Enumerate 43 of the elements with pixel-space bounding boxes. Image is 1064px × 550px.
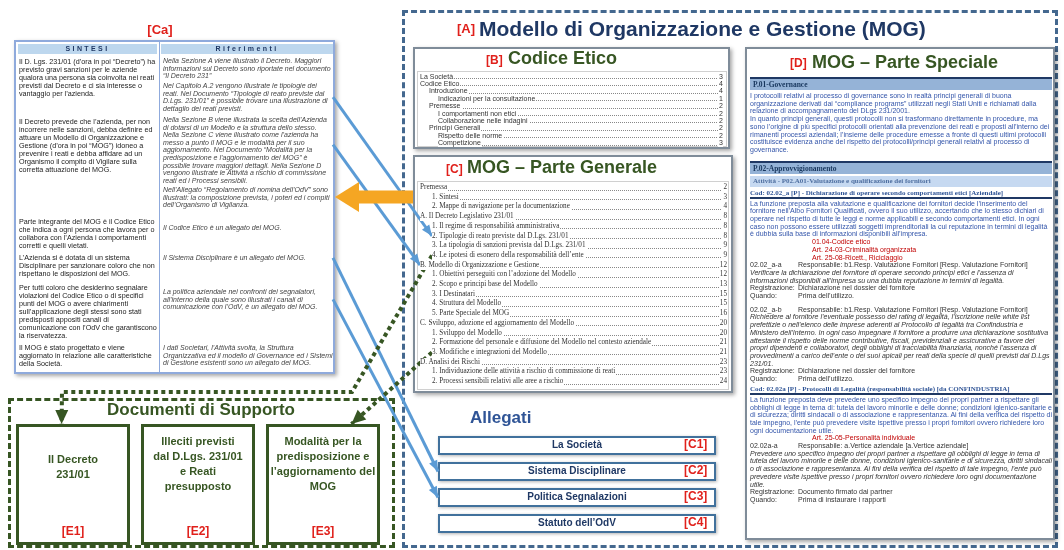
document-title: Il Decreto 231/01 bbox=[46, 452, 100, 482]
document-title: Modalità per la predisposizione e l’aggiornamento del MOG bbox=[270, 434, 376, 494]
attachment-title: Statuto dell’OdV bbox=[538, 517, 616, 528]
group-title: Documenti di Supporto bbox=[107, 400, 295, 420]
section-marker: [E1] bbox=[61, 524, 85, 538]
section-marker: [E2] bbox=[186, 524, 210, 538]
section-heading: Allegati bbox=[470, 408, 532, 428]
arrow bbox=[331, 298, 440, 499]
document-panel bbox=[745, 47, 1055, 540]
attachment-box bbox=[438, 514, 716, 533]
panel-title: MOG – Parte Speciale bbox=[812, 52, 999, 73]
attachment-title: Politica Segnalazioni bbox=[527, 491, 627, 502]
section-marker: [C] bbox=[446, 162, 463, 176]
dashed-frame bbox=[402, 10, 1058, 548]
dashed-group-frame bbox=[8, 398, 395, 548]
section-marker: [Ca] bbox=[147, 22, 173, 37]
section-marker: [C3] bbox=[684, 489, 708, 503]
dotted-arrow bbox=[350, 350, 434, 426]
panel-title: Codice Etico bbox=[508, 48, 618, 69]
section-marker: [C4] bbox=[684, 515, 708, 529]
attachment-box bbox=[438, 488, 716, 507]
panel-title: MOG – Parte Generale bbox=[467, 157, 658, 178]
block-arrow bbox=[335, 182, 414, 212]
attachment-box bbox=[438, 462, 716, 481]
document-panel bbox=[413, 47, 730, 149]
attachment-title: La Società bbox=[552, 439, 602, 450]
arrow bbox=[331, 257, 440, 473]
dotted-arrow bbox=[55, 254, 434, 425]
arrow bbox=[331, 96, 434, 237]
section-marker: [B] bbox=[486, 53, 503, 67]
section-marker: [C2] bbox=[684, 463, 708, 477]
section-marker: [D] bbox=[790, 56, 807, 70]
document-box bbox=[16, 424, 130, 545]
section-marker: [A] bbox=[457, 21, 476, 36]
document-box bbox=[141, 424, 255, 545]
document-box bbox=[266, 424, 380, 545]
document-title: Illeciti previsti dal D.Lgs. 231/01 e Reati presupposto bbox=[152, 434, 244, 494]
attachment-title: Sistema Disciplinare bbox=[528, 465, 626, 476]
section-marker: [E3] bbox=[311, 524, 335, 538]
section-marker: [C1] bbox=[684, 437, 708, 451]
main-title: Modello di Organizzazione e Gestione (MOG) bbox=[479, 17, 926, 41]
attachment-box bbox=[438, 436, 716, 455]
arrow bbox=[331, 143, 422, 266]
